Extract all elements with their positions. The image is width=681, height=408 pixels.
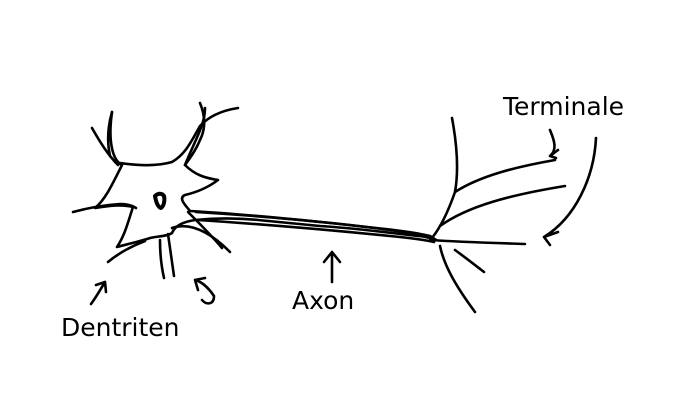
terminal-branch-2 bbox=[438, 184, 567, 228]
arrow-axon bbox=[322, 250, 342, 284]
dendrite-bottom-1 bbox=[158, 238, 166, 280]
dendrite-top-left bbox=[106, 110, 114, 158]
dendrite-left bbox=[71, 202, 138, 214]
axon-upper-line bbox=[194, 210, 438, 242]
terminal-lower-2 bbox=[453, 248, 486, 274]
label-dentriten: Dentriten bbox=[61, 313, 180, 342]
arrow-dentriten-1 bbox=[89, 280, 108, 306]
dendrite-bottom-right bbox=[170, 225, 232, 254]
dendrite-top bbox=[118, 106, 240, 167]
arrow-dentriten-2 bbox=[193, 276, 216, 305]
dendrite-left-upper bbox=[90, 126, 120, 167]
dendrite-right-short bbox=[186, 210, 224, 250]
terminal-main bbox=[428, 238, 527, 246]
axon-lower-line bbox=[196, 218, 436, 244]
arrow-terminale-2 bbox=[542, 136, 598, 247]
cell-body-outline bbox=[93, 106, 438, 249]
nucleus bbox=[153, 191, 167, 210]
dendrite-bottom-left bbox=[106, 239, 147, 264]
terminal-lower-1 bbox=[438, 244, 477, 314]
terminal-upper-vertical bbox=[430, 116, 459, 240]
dendrite-top-right bbox=[183, 101, 206, 167]
label-terminale: Terminale bbox=[503, 92, 625, 121]
dendrite-bottom-2 bbox=[166, 232, 176, 278]
terminal-branch-1 bbox=[453, 158, 557, 194]
label-axon: Axon bbox=[292, 286, 355, 315]
arrow-terminale-1 bbox=[548, 128, 560, 160]
